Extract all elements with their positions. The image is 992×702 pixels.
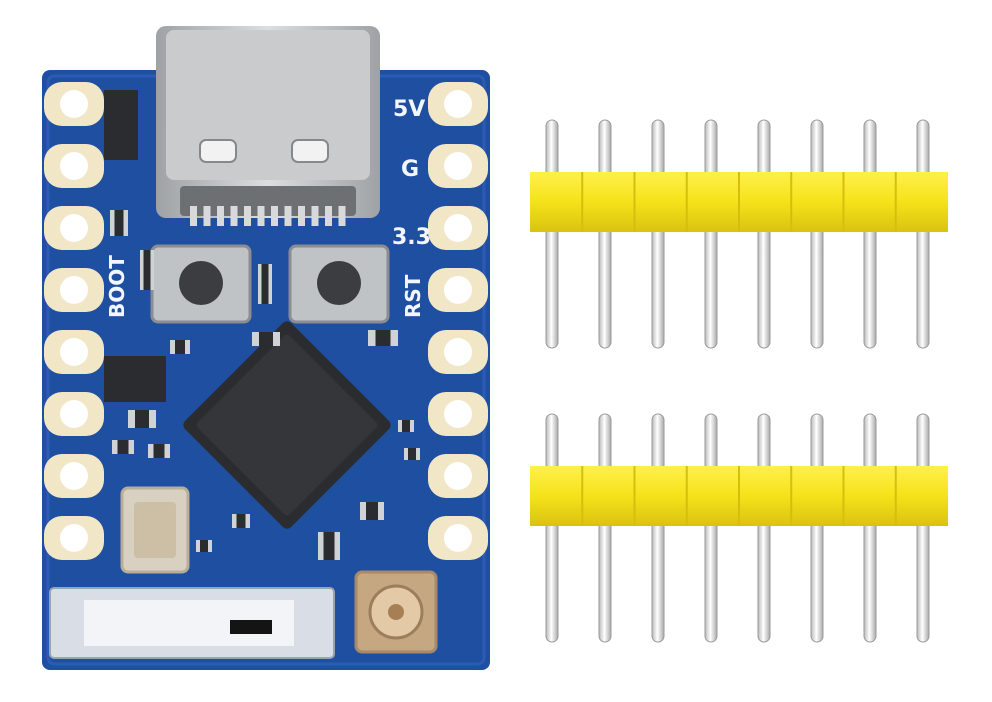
usb-pin [217,206,224,226]
smd-components [110,210,420,560]
pin-pad [44,392,104,436]
header-pin [704,413,718,643]
pin-pad [44,144,104,188]
ldo-chip [104,356,166,402]
smd-component [232,514,250,528]
smd-component [252,332,280,346]
header-pin [916,413,930,643]
esp32-board: 5V G 3.3 BOOT RST [42,26,490,670]
usb-pin [190,206,197,226]
smd-component [170,340,190,354]
usb-pin [203,206,211,226]
usb-pin [284,206,292,226]
usb-pin [244,206,251,226]
header-pin [651,119,665,349]
pin-pad [428,206,488,250]
pin-pad [428,82,488,126]
reset-button [288,244,390,324]
smd-component [318,532,340,560]
pin-pad [44,454,104,498]
smd-component [112,440,134,454]
smd-component [404,448,420,460]
header-pin [757,119,771,349]
header-pin [863,413,877,643]
pin-pad [44,82,104,126]
label-boot: BOOT [105,255,129,318]
smd-component [398,420,414,432]
label-5v: 5V [393,97,425,122]
pin-pad [428,330,488,374]
chip-antenna [49,587,335,659]
smd-component [110,210,128,236]
smd-component [128,410,156,428]
usb-pin [311,206,319,226]
boot-button [150,244,252,324]
pin-pad [44,206,104,250]
header-plastic [530,172,948,232]
header-pin [545,413,559,643]
header-pin [651,413,665,643]
header-pin [598,119,612,349]
usb-pin [230,206,238,226]
pin-pad [428,144,488,188]
usb-pin [338,206,346,226]
pin-pad [428,454,488,498]
label-3v3: 3.3 [392,225,431,250]
pin-pad [428,392,488,436]
pin-header-bottom [530,413,948,643]
ufl-connector [354,570,438,654]
usb-pin [298,206,305,226]
pin-header-top [530,119,948,349]
smd-component [360,502,384,520]
smd-component [258,264,272,304]
crystal [120,486,190,574]
smd-component [148,444,170,458]
header-plastic [530,466,948,526]
header-pin [810,119,824,349]
left-pin-pads [44,82,104,560]
pin-pad [44,330,104,374]
right-pin-pads [428,82,488,560]
smd-component [140,250,154,290]
pin-pad [44,516,104,560]
usb-pins [190,206,346,226]
header-pin [598,413,612,643]
usb-pin [325,206,332,226]
pin-pad [428,516,488,560]
usb-pin [271,206,278,226]
pin-pad [428,268,488,312]
smd-component [196,540,212,552]
header-pin [704,119,718,349]
label-gnd: G [401,157,419,182]
header-pin [863,119,877,349]
header-pin [916,119,930,349]
header-pin [757,413,771,643]
header-pin [545,119,559,349]
label-rst: RST [401,274,425,318]
pin-pad [44,268,104,312]
regulator [104,90,138,160]
usb-pin [257,206,265,226]
smd-component [368,330,398,346]
header-pin [810,413,824,643]
esp32-chip [183,321,391,529]
usb-c-connector [156,26,380,226]
